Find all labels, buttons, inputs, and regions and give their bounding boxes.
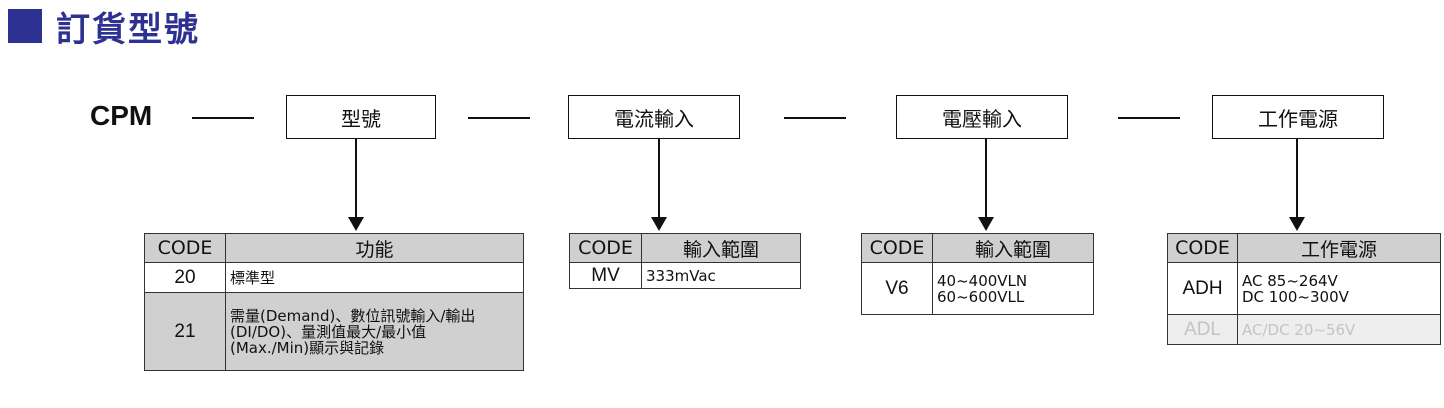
table-header-code: CODE [569, 233, 642, 263]
table-row: V6 40~400VLN 60~600VLL [861, 262, 1094, 315]
code-cell: 20 [144, 262, 226, 293]
code-table-current-input: CODE 輸入範圍 MV 333mVac [569, 233, 801, 289]
code-cell: ADH [1167, 262, 1238, 315]
desc-cell: 333mVac [641, 262, 801, 289]
desc-cell: 需量(Demand)、數位訊號輸入/輸出 (DI/DO)、量測值最大/最小值 (… [225, 292, 524, 371]
code-table-power-supply: CODE 工作電源 ADH AC 85~264V DC 100~300V ADL… [1167, 233, 1441, 345]
field-label-current-input: 電流輸入 [614, 106, 694, 131]
table-header-code: CODE [1167, 233, 1238, 263]
field-box-model: 型號 [286, 95, 436, 139]
field-box-voltage-input: 電壓輸入 [896, 95, 1068, 139]
desc-cell: 標準型 [225, 262, 524, 293]
code-cell: MV [569, 262, 642, 289]
table-row: MV 333mVac [569, 262, 801, 289]
desc-line: (DI/DO)、量測值最大/最小值 [230, 322, 427, 341]
table-row: ADL AC/DC 20~56V [1167, 314, 1441, 345]
arrow-line-current-input [658, 139, 660, 217]
code-table-model: CODE 功能 20 標準型 21 需量(Demand)、數位訊號輸入/輸出 (… [144, 233, 524, 371]
code-cell: 21 [144, 292, 226, 371]
connector-dash-4 [1118, 117, 1180, 119]
table-header-row: CODE 輸入範圍 [569, 233, 801, 263]
arrow-down-icon [348, 217, 364, 231]
connector-dash-3 [784, 117, 846, 119]
field-box-power-supply: 工作電源 [1212, 95, 1384, 139]
desc-cell: AC/DC 20~56V [1237, 314, 1441, 345]
arrow-down-icon [1289, 217, 1305, 231]
table-header-row: CODE 輸入範圍 [861, 233, 1094, 263]
desc-cell: AC 85~264V DC 100~300V [1237, 262, 1441, 315]
desc-line: AC/DC 20~56V [1242, 320, 1356, 339]
desc-line: 40~400VLN [937, 271, 1028, 290]
desc-line: 333mVac [646, 266, 716, 285]
table-row: 20 標準型 [144, 262, 524, 293]
field-box-current-input: 電流輸入 [568, 95, 740, 139]
arrow-line-power-supply [1296, 139, 1298, 217]
arrow-down-icon [651, 217, 667, 231]
connector-dash-1 [192, 117, 254, 119]
table-header-row: CODE 功能 [144, 233, 524, 263]
section-heading: 訂貨型號 [8, 6, 200, 50]
desc-line: 需量(Demand)、數位訊號輸入/輸出 [230, 306, 476, 325]
desc-cell: 40~400VLN 60~600VLL [932, 262, 1094, 315]
heading-title: 訂貨型號 [56, 9, 200, 50]
table-header-desc: 功能 [225, 233, 524, 263]
arrow-line-model [355, 139, 357, 217]
table-row: 21 需量(Demand)、數位訊號輸入/輸出 (DI/DO)、量測值最大/最小… [144, 292, 524, 371]
table-header-code: CODE [144, 233, 226, 263]
desc-line: 60~600VLL [937, 287, 1025, 306]
arrow-down-icon [978, 217, 994, 231]
desc-line: AC 85~264V [1242, 271, 1338, 290]
desc-line: 標準型 [230, 268, 276, 287]
connector-dash-2 [468, 117, 530, 119]
code-cell: V6 [861, 262, 933, 315]
desc-line: DC 100~300V [1242, 287, 1349, 306]
code-table-voltage-input: CODE 輸入範圍 V6 40~400VLN 60~600VLL [861, 233, 1094, 315]
field-label-voltage-input: 電壓輸入 [942, 106, 1022, 131]
table-header-desc: 輸入範圍 [932, 233, 1094, 263]
code-cell: ADL [1167, 314, 1238, 345]
heading-square-icon [8, 9, 42, 43]
model-prefix: CPM [90, 100, 153, 131]
table-header-code: CODE [861, 233, 933, 263]
table-header-desc: 工作電源 [1237, 233, 1441, 263]
table-header-row: CODE 工作電源 [1167, 233, 1441, 263]
table-header-desc: 輸入範圍 [641, 233, 801, 263]
arrow-line-voltage-input [985, 139, 987, 217]
desc-line: (Max./Min)顯示與記錄 [230, 338, 385, 357]
table-row: ADH AC 85~264V DC 100~300V [1167, 262, 1441, 315]
field-label-power-supply: 工作電源 [1258, 106, 1338, 131]
field-label-model: 型號 [341, 106, 381, 131]
